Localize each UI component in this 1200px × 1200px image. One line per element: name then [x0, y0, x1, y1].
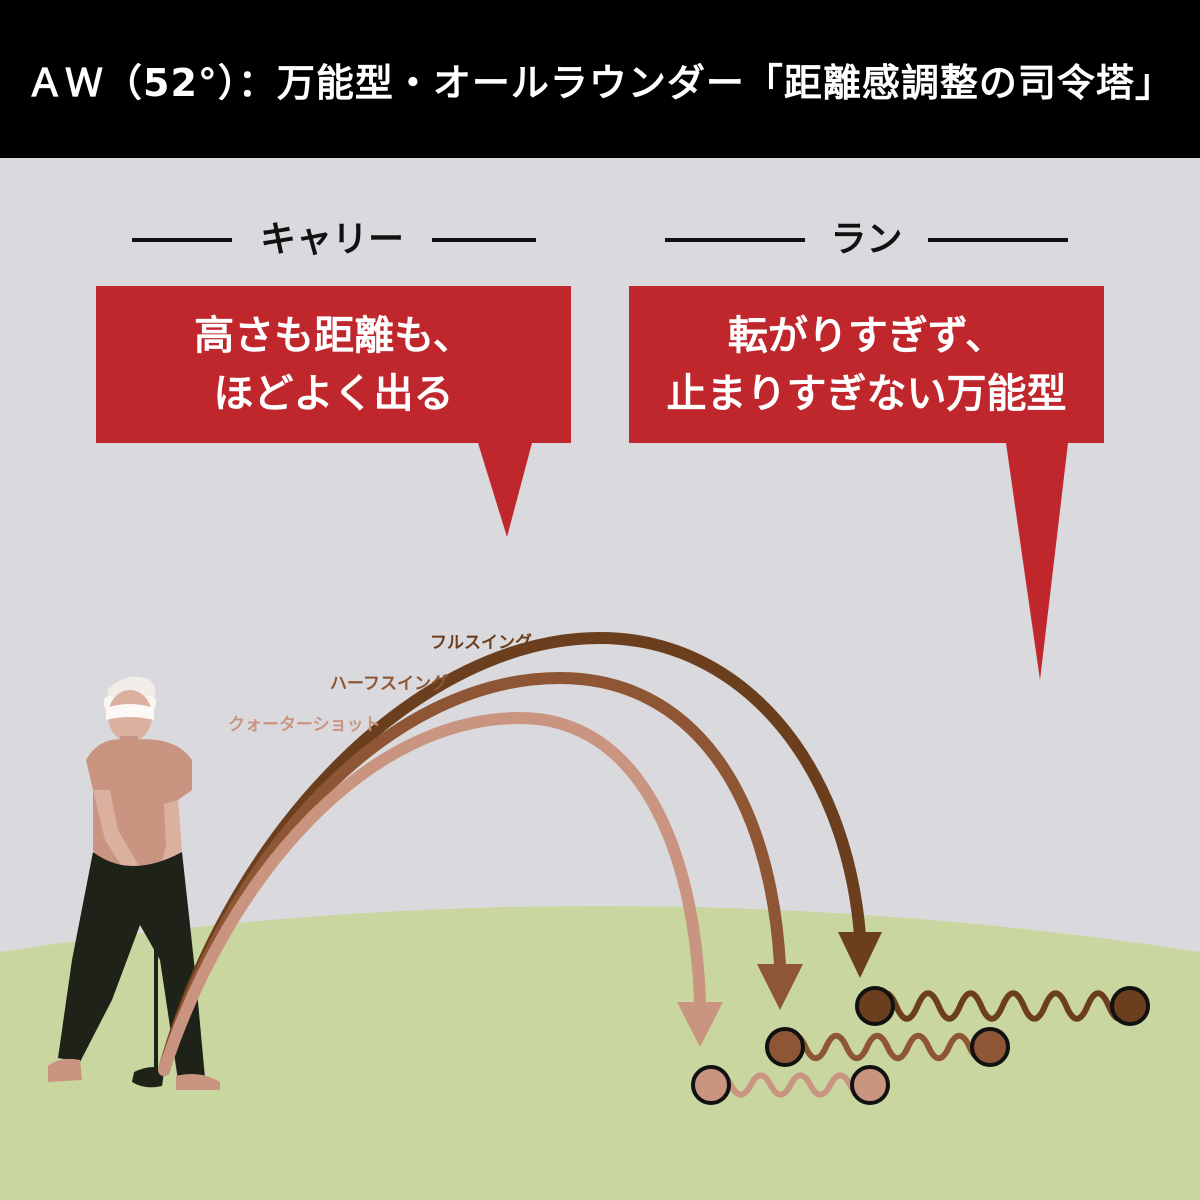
run-callout-line2: 止まりすぎない万能型 [666, 371, 1067, 417]
quarter-shot-roll-line [708, 1072, 873, 1098]
half-swing-roll-line [782, 1032, 993, 1062]
carry-callout-text: 高さも距離も、 ほどよく出る [96, 307, 571, 423]
half-swing-landing-ball [765, 1027, 805, 1067]
page-title: ＡＷ（52°）：万能型・オールラウンダー「距離感調整の司令塔」 [26, 60, 1174, 105]
quarter-shot-landing-ball [691, 1065, 731, 1105]
carry-label: キャリー [259, 219, 404, 260]
carry-callout-box [96, 286, 571, 537]
quarter-shot-arrowhead [677, 1002, 723, 1047]
full-swing-stop-ball [1110, 986, 1150, 1026]
golfer-figure [48, 676, 220, 1090]
run-callout-line1: 転がりすぎず、 [727, 313, 1006, 359]
full-swing-arrowhead [838, 932, 882, 978]
run-callout-text: 転がりすぎず、 止まりすぎない万能型 [629, 307, 1104, 423]
run-label: ラン [830, 219, 903, 260]
header-bar [0, 0, 1200, 158]
full-swing-landing-ball [855, 986, 895, 1026]
carry-callout-line1: 高さも距離も、 [194, 313, 473, 359]
half-swing-stop-ball [970, 1027, 1010, 1067]
carry-callout-line2: ほどよく出る [213, 371, 454, 417]
quarter-shot-stop-ball [850, 1065, 890, 1105]
full-swing-label: フルスイング [430, 633, 532, 653]
quarter-shot-trajectory [158, 711, 706, 1076]
quarter-shot-label: クォーターショット [228, 715, 381, 735]
full-swing-roll-line [872, 990, 1133, 1022]
half-swing-label: ハーフスイング [330, 674, 448, 694]
half-swing-arrowhead [757, 964, 803, 1010]
trajectories [158, 631, 1150, 1105]
grass-field [0, 906, 1200, 1200]
run-callout-box [629, 286, 1104, 680]
